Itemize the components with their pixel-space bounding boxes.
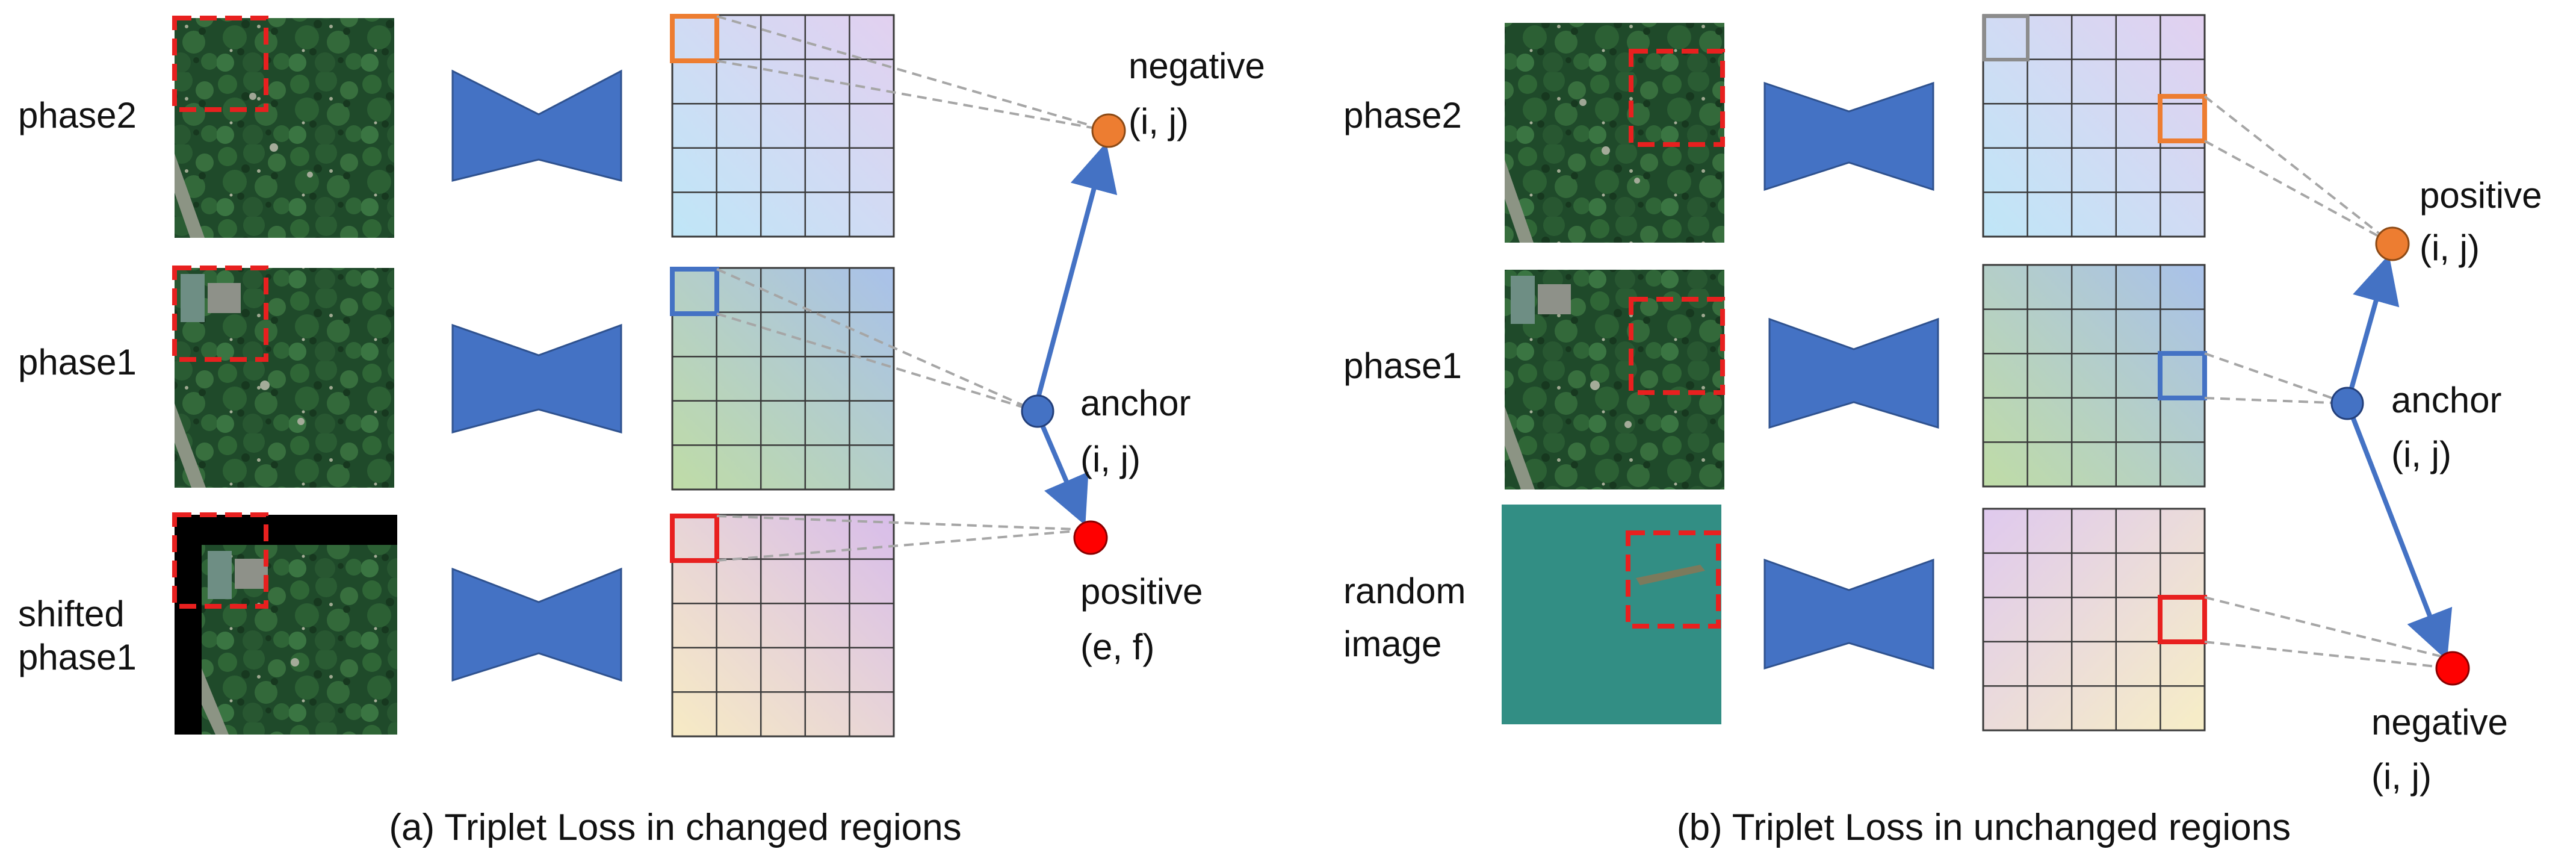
positive-coord-a: (e, f) (1080, 627, 1154, 667)
positive-label-b: positive (2420, 175, 2542, 216)
arrow-to-positive-a (1039, 421, 1089, 526)
arrow-to-negative-a (1035, 142, 1118, 401)
arrow-to-positive-b (2348, 254, 2400, 394)
arrow-to-negative-b (2350, 414, 2453, 660)
encoder-icon-row3-a (451, 567, 622, 682)
anchor-coord-a: (i, j) (1080, 439, 1141, 479)
negative-coord-b: (i, j) (2371, 756, 2432, 797)
positive-label-a: positive (1080, 571, 1203, 612)
feature-map-phase1-a (671, 267, 895, 491)
anchor-coord-b: (i, j) (2391, 434, 2451, 474)
positive-coord-b: (i, j) (2420, 228, 2480, 268)
encoder-icon-row1-a (451, 69, 622, 182)
row-label-phase1b-a: phase1 (18, 637, 137, 677)
feature-map-background (671, 14, 895, 238)
negative-point-a (1091, 113, 1126, 148)
feature-map-shifted-a (671, 514, 895, 738)
feature-cell-highlight-negative-a (670, 14, 719, 63)
feature-map-background (1982, 508, 2206, 732)
feature-map-background (671, 514, 895, 738)
satellite-image-phase2-b (1505, 23, 1725, 243)
row-label-image-b: image (1343, 624, 1441, 664)
negative-label-b: negative (2371, 702, 2508, 742)
encoder-icon-row3-b (1763, 558, 1934, 670)
panel-b: phase2 phase1 random image (1343, 14, 2542, 848)
connector-lines-a (716, 15, 1109, 562)
feature-map-phase1-b (1982, 264, 2206, 488)
anchor-label-a: anchor (1080, 383, 1190, 423)
row-label-phase1-a: phase1 (18, 342, 137, 382)
encoder-icon-row2-a (451, 323, 622, 434)
satellite-image-shifted-a (172, 512, 397, 735)
anchor-point-b (2330, 387, 2364, 420)
satellite-image-phase2-a (172, 16, 394, 238)
satellite-image-phase1-b (1505, 270, 1725, 489)
feature-cell-highlight-positive-a (670, 514, 719, 563)
feature-map-phase2-b (1982, 14, 2206, 238)
feature-cell-highlight-positive-b (2158, 94, 2207, 143)
feature-map-background (671, 267, 895, 491)
feature-map-background (1982, 264, 2206, 488)
encoder-icon-row2-b (1768, 317, 1939, 429)
row-label-phase2-b: phase2 (1343, 95, 1462, 135)
anchor-label-b: anchor (2391, 380, 2501, 420)
feature-map-random-b (1982, 508, 2206, 732)
satellite-image-phase1-a (172, 266, 394, 488)
caption-b: (b) Triplet Loss in unchanged regions (1677, 807, 2291, 848)
negative-label-a: negative (1129, 46, 1265, 86)
feature-map-background (1982, 14, 2206, 238)
panel-a: phase2 phase1 shifted phase1 (18, 14, 1265, 848)
feature-cell-highlight-anchor-a (670, 267, 719, 316)
negative-coord-a: (i, j) (1129, 101, 1189, 141)
row-label-shifted-a: shifted (18, 594, 125, 634)
encoder-icon-row1-b (1763, 81, 1934, 191)
anchor-point-a (1021, 394, 1054, 428)
feature-map-phase2-a (671, 14, 895, 238)
row-label-phase2-a: phase2 (18, 95, 137, 135)
feature-cell-highlight-phase2-gray-b (1983, 14, 2030, 61)
row-label-random-b: random (1343, 571, 1466, 611)
row-label-phase1-b: phase1 (1343, 346, 1462, 386)
caption-a: (a) Triplet Loss in changed regions (389, 807, 961, 848)
ship-shape (1636, 565, 1705, 585)
positive-point-a (1073, 520, 1108, 555)
positive-point-b (2375, 226, 2410, 261)
satellite-image-random-b (1502, 505, 1721, 724)
negative-point-b (2435, 651, 2470, 686)
feature-cell-highlight-anchor-b (2158, 351, 2207, 400)
feature-cell-highlight-negative-b (2158, 595, 2207, 644)
